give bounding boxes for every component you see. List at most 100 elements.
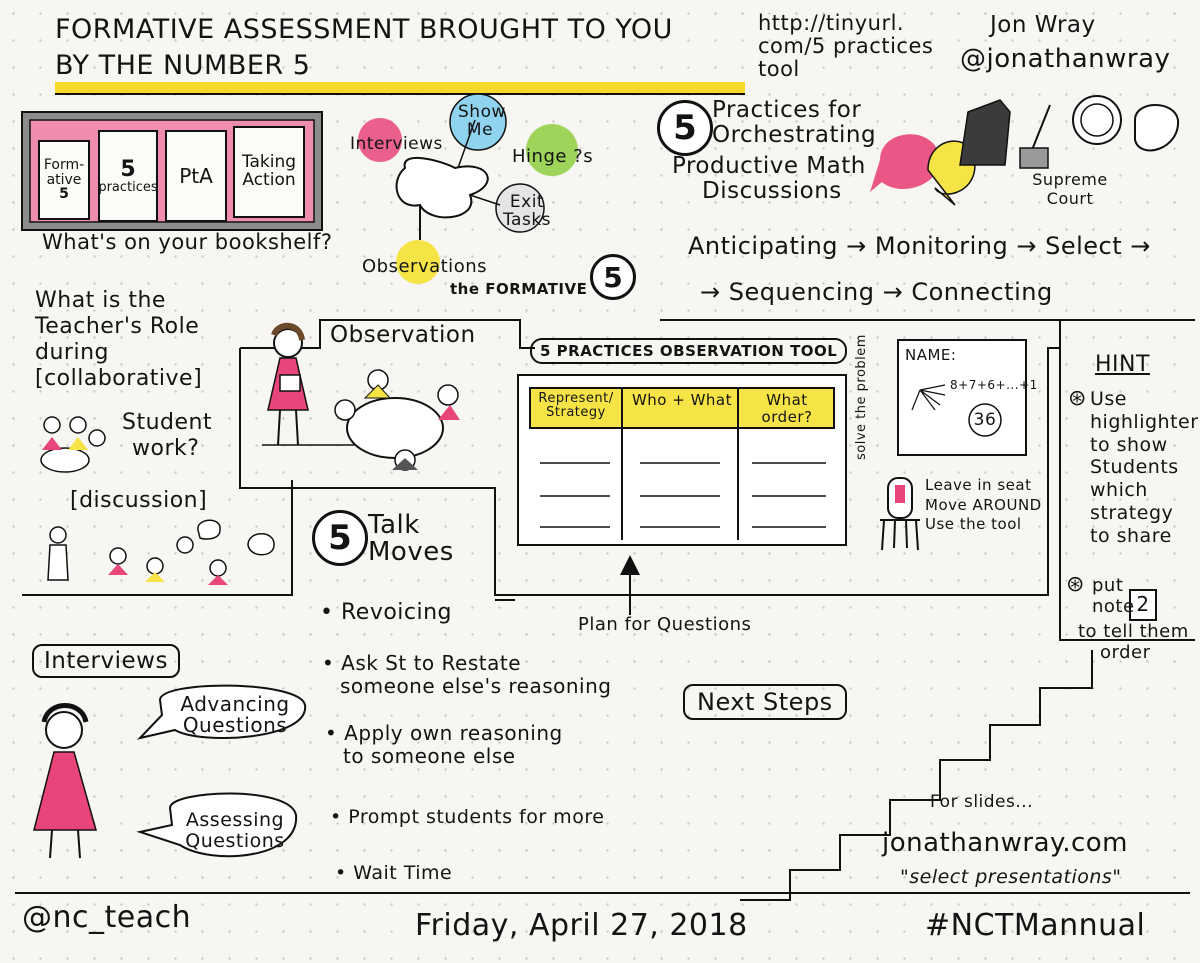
talk-move-restate-line-1: Ask St to Restate <box>341 651 521 675</box>
hint-tip-2-line-1: put <box>1092 575 1124 596</box>
practices-flow-2: → Sequencing → Connecting <box>700 278 1053 306</box>
teacher-role-line-3: during <box>35 339 109 365</box>
seat-line-1: Leave in seat <box>925 476 1032 494</box>
pink-bubble <box>870 134 941 192</box>
hint-tip-2: put note <box>1092 575 1135 617</box>
hinge-questions-label: Hinge ?s <box>512 146 594 167</box>
talk-move-prompt-text: Prompt students for more <box>348 806 605 828</box>
title-line-1: FORMATIVE ASSESSMENT BROUGHT TO YOU <box>55 14 673 45</box>
practices-title-line-1: Practices for <box>712 97 862 123</box>
hint-tip-2-line-4: order <box>1100 641 1151 663</box>
url-line-2: com/5 practices <box>758 34 934 59</box>
formative-label: the FORMATIVE <box>450 280 588 298</box>
hint-star-1-icon: ⊛ <box>1068 386 1087 411</box>
talk-move-revoicing: • Revoicing <box>320 600 453 625</box>
fist-icon <box>1134 104 1180 152</box>
teacher-role-question: What is the Teacher's Role during [colla… <box>35 288 202 392</box>
seat-line-3: Use the tool <box>925 515 1022 533</box>
talk-move-apply-line-2: to someone else <box>343 744 516 768</box>
sticky-note-number: 2 <box>1136 592 1150 616</box>
plan-for-questions: Plan for Questions <box>578 614 752 635</box>
formative-5-number: 5 <box>590 254 636 300</box>
hint-title: HINT <box>1095 352 1150 377</box>
practices-title-line-4: Discussions <box>702 177 842 204</box>
author-name: Jon Wray <box>990 12 1096 38</box>
col-what-order: What order? <box>761 391 813 426</box>
book-5-practices-line-2: practices <box>98 179 158 195</box>
seat-line-2: Move AROUND <box>925 495 1042 514</box>
worksheet-answer: 36 <box>973 410 997 430</box>
slides-site[interactable]: jonathanwray.com <box>882 828 1128 858</box>
teacher-role-line-4: [collaborative] <box>35 365 203 391</box>
tinyurl-link[interactable]: http://tinyurl. com/5 practices tool <box>758 11 934 82</box>
book-formative-5-line-1: Form- <box>43 156 85 173</box>
hinge-circle <box>526 124 578 176</box>
judge-robe-icon <box>959 99 1011 166</box>
footer-hashtag: #NCTMannual <box>925 908 1146 943</box>
solve-problem-label: solve the problem <box>854 334 869 460</box>
talk-move-wait-text: Wait Time <box>353 862 453 884</box>
discussion-label: [discussion] <box>70 488 208 513</box>
interviews-heading: Interviews <box>32 644 180 678</box>
teacher-role-line-1: What is the <box>35 288 166 313</box>
assessing-questions: Assessing Questions <box>180 810 290 852</box>
seal-icon <box>1072 95 1122 145</box>
worksheet-expression: 8+7+6+...+1 <box>950 378 1038 392</box>
observation-tool-title: 5 PRACTICES OBSERVATION TOOL <box>530 338 848 364</box>
teacher-role-line-2: Teacher's Role <box>35 313 200 339</box>
advancing-bubble <box>136 684 307 740</box>
show-me-label: Show Me <box>458 102 506 140</box>
supreme-court-label: Supreme Court <box>1032 170 1108 208</box>
talk-move-prompt: • Prompt students for more <box>330 806 605 828</box>
book-pta: PtA <box>165 130 227 222</box>
title-line-2: BY THE NUMBER 5 <box>55 50 311 81</box>
practices-title-line-2: Orchestrating <box>712 121 877 148</box>
footer-handle: @nc_teach <box>22 900 192 935</box>
student-figure <box>33 751 97 831</box>
slides-label: For slides... <box>930 792 1034 812</box>
talk-moves-title: Talk Moves <box>368 510 454 568</box>
talk-move-apply-line-1: Apply own reasoning <box>344 721 563 745</box>
hint-tip-1-line-1: Use <box>1090 388 1127 410</box>
talk-moves-title-line-1: Talk <box>368 510 420 540</box>
advancing-questions: Advancing Questions <box>180 694 290 736</box>
hint-tip-1-line-2: highlighter <box>1090 410 1199 433</box>
next-steps-stairs <box>740 650 1093 901</box>
hint-tip-1-line-6: strategy <box>1090 501 1174 524</box>
group-table <box>346 397 444 459</box>
show-me-circle <box>449 93 507 151</box>
hint-tip-1-line-4: Students <box>1090 456 1179 479</box>
practices-title-line-3: Productive Math <box>672 153 866 179</box>
assessing-bubble <box>136 792 298 858</box>
talk-move-wait: • Wait Time <box>335 862 453 884</box>
interviews-dot <box>358 118 402 162</box>
exit-tasks-label: Exit Tasks <box>502 192 552 230</box>
col-who-what: Who + What <box>631 391 733 409</box>
brain-cloud <box>395 156 489 219</box>
select-presentations: "select presentations" <box>900 866 1122 888</box>
talk-moves-number: 5 <box>312 510 368 566</box>
observations-dot <box>396 240 440 284</box>
footer-date: Friday, April 27, 2018 <box>415 908 748 943</box>
talk-move-restate: • Ask St to Restate someone else's reaso… <box>322 651 612 698</box>
assessing-line-1: Assessing <box>185 809 285 831</box>
talk-moves-title-line-2: Moves <box>368 537 454 568</box>
talk-move-apply: • Apply own reasoning to someone else <box>325 721 563 768</box>
seat-instructions: Leave in seat Move AROUND Use the tool <box>925 476 1042 535</box>
hint-tip-1: Use highlighter to show Students which s… <box>1090 388 1199 548</box>
col-represent-strategy: Represent/ Strategy <box>538 391 614 421</box>
book-formative-5-line-3: 5 <box>59 186 69 203</box>
worksheet-name-label: NAME: <box>905 346 957 364</box>
hint-tip-1-line-3: to show <box>1090 433 1168 456</box>
practices-number: 5 <box>657 100 713 156</box>
exit-tasks-circle <box>495 183 545 233</box>
assessing-line-2: Questions <box>185 829 285 852</box>
author-handle: @jonathanwray <box>960 44 1171 74</box>
hint-tip-2-rest: to tell them order <box>1078 621 1189 663</box>
practices-flow-1: Anticipating → Monitoring → Select → <box>688 232 1151 260</box>
observation-label: Observation <box>330 322 476 348</box>
bookshelf-caption: What's on your bookshelf? <box>42 230 333 254</box>
url-line-3: tool <box>758 57 800 82</box>
advancing-line-2: Questions <box>182 713 288 737</box>
